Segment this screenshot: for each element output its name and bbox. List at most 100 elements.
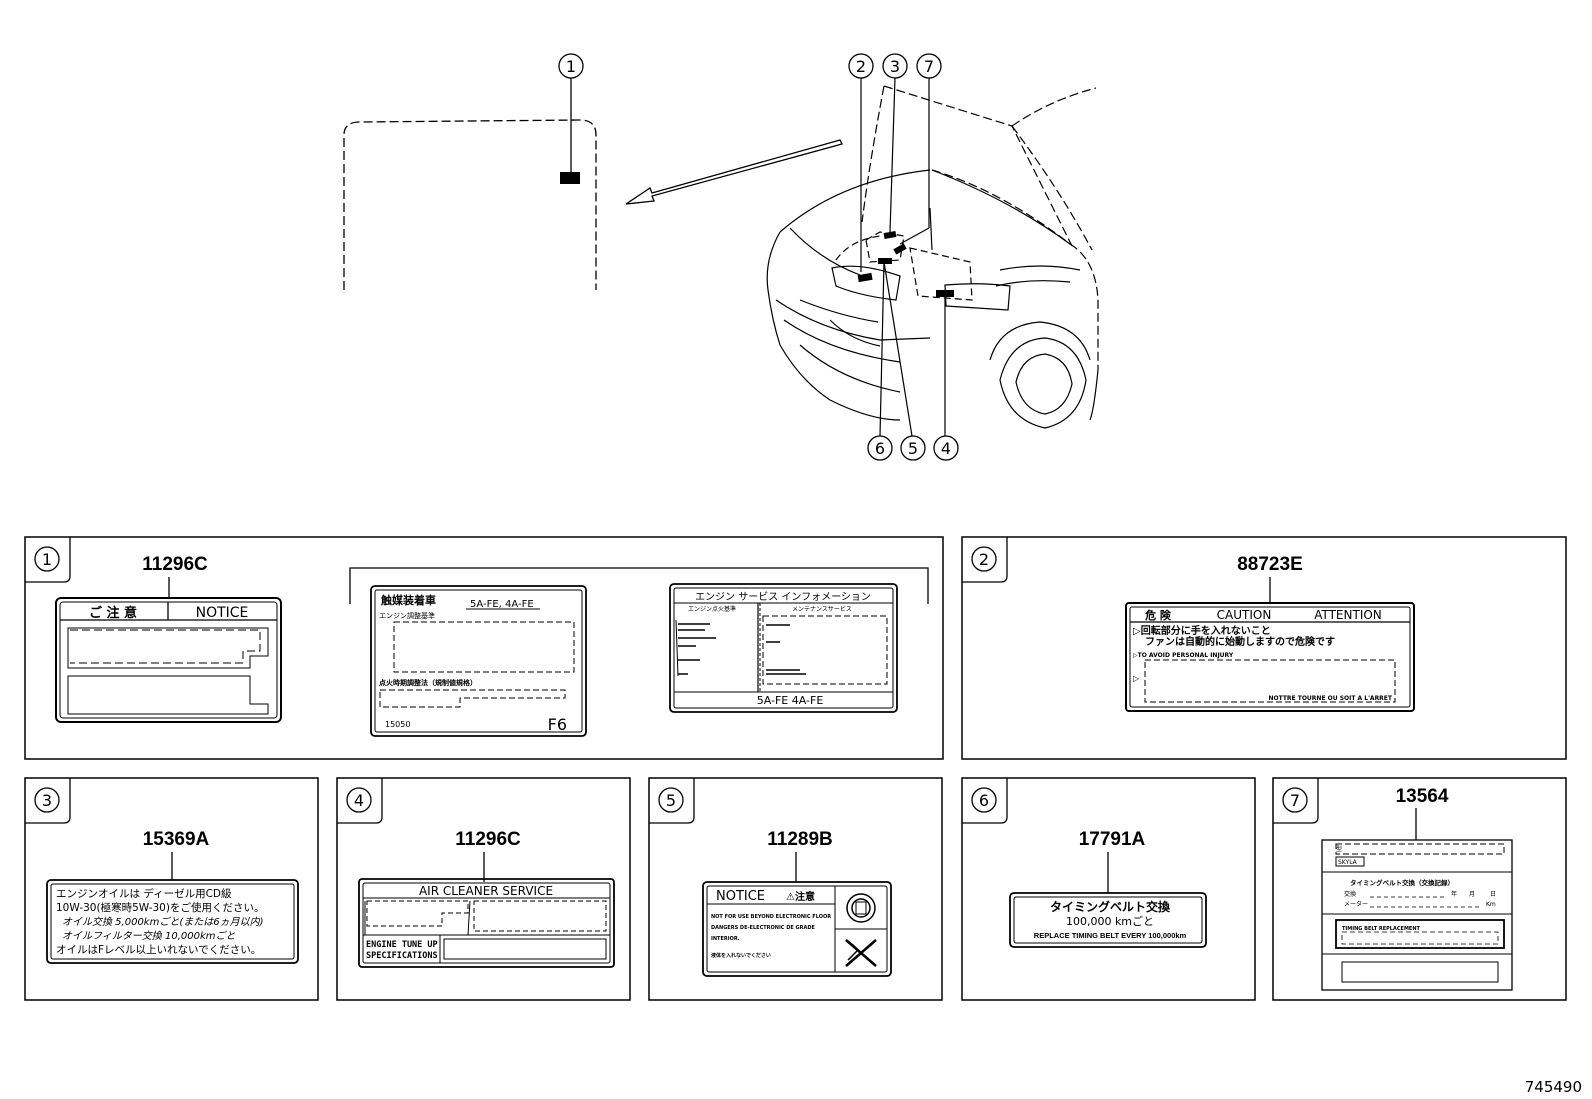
svg-text:6: 6 bbox=[875, 439, 885, 458]
label-marker-4 bbox=[936, 290, 954, 297]
figure-id: 745490 bbox=[1525, 1078, 1582, 1096]
caution-line3: ▷TO AVOID PERSONAL INJURY bbox=[1133, 652, 1234, 659]
record-mid2: 交換 bbox=[1344, 890, 1356, 898]
notice-en-text: NOTICE bbox=[196, 605, 249, 621]
attention-en: ATTENTION bbox=[1314, 608, 1382, 622]
svg-text:3: 3 bbox=[890, 57, 900, 76]
notice-l4: 液体を入れないでください bbox=[711, 952, 771, 959]
callout-circle-7: 7 bbox=[916, 53, 942, 79]
label-marker-1 bbox=[560, 172, 580, 184]
panel-tab-7: 7 bbox=[1273, 778, 1319, 824]
svg-text:4: 4 bbox=[354, 791, 364, 810]
panel-view bbox=[343, 78, 597, 290]
svg-text:7: 7 bbox=[924, 57, 934, 76]
emission-title: 触媒装着車 bbox=[380, 593, 436, 607]
panel-tab-4: 4 bbox=[337, 778, 383, 824]
svg-text:3: 3 bbox=[42, 791, 52, 810]
caution-line5: NOTTRE TOURNE OU SOIT A L'ARRET bbox=[1268, 695, 1392, 702]
caution-line4: ▷ bbox=[1133, 674, 1140, 683]
panel-tab-5: 5 bbox=[649, 778, 695, 824]
caution-jp: 危 険 bbox=[1144, 608, 1172, 622]
belt-line1: タイミングベルト交換 bbox=[1050, 899, 1171, 914]
service-col1: エンジン点火基準 bbox=[688, 605, 736, 613]
part-number-1: 11296C bbox=[142, 554, 208, 575]
callout-circle-6: 6 bbox=[867, 435, 893, 461]
emission-code: 15050 bbox=[385, 720, 410, 729]
emission-mark: F6 bbox=[548, 715, 567, 734]
label-marker-7 bbox=[893, 243, 907, 255]
no-liquid-icon bbox=[835, 893, 887, 967]
emission-engines: 5A-FE, 4A-FE bbox=[470, 599, 534, 610]
svg-text:7: 7 bbox=[1290, 791, 1300, 810]
service-engines: 5A-FE 4A-FE bbox=[757, 694, 824, 707]
belt-line2: 100,000 kmごと bbox=[1066, 914, 1154, 928]
svg-text:6: 6 bbox=[979, 791, 989, 810]
car-front-drawing bbox=[766, 77, 1099, 437]
label-timing-belt-17791a: タイミングベルト交換 100,000 kmごと REPLACE TIMING B… bbox=[1009, 852, 1207, 948]
label-air-cleaner-11296c: AIR CLEANER SERVICE ENGINE TUNE UP SPECI… bbox=[358, 852, 615, 968]
emission-sub2: 点火時期調整法（規制値規格） bbox=[379, 678, 477, 687]
callout-circle-4: 4 bbox=[933, 435, 959, 461]
record-mid1: タイミングベルト交換（交換記録） bbox=[1350, 878, 1454, 887]
belt-line3: REPLACE TIMING BELT EVERY 100,000km bbox=[1034, 931, 1187, 940]
notice-jp-text: ご 注 意 bbox=[89, 605, 137, 621]
variant-bracket bbox=[349, 567, 929, 604]
part-number-4: 11296C bbox=[455, 829, 521, 850]
notice-l1: NOT FOR USE BEYOND ELECTRONIC FLOOR bbox=[711, 914, 831, 920]
record-row1: 型 bbox=[1336, 845, 1342, 853]
panel-frame-3 bbox=[24, 777, 319, 1001]
emission-sub1: エンジン調整基準 bbox=[379, 611, 435, 620]
svg-text:5: 5 bbox=[908, 439, 918, 458]
label-engine-service-info: エンジン サービス インフォメーション エンジン点火基準 メンテナンスサービス … bbox=[669, 583, 898, 713]
svg-text:2: 2 bbox=[856, 57, 866, 76]
svg-text:1: 1 bbox=[42, 550, 52, 569]
caution-line2: ファンは自動的に始動しますので危険です bbox=[1145, 635, 1335, 648]
label-notice-11289b: NOTICE ⚠注意 NOT FOR USE BEYOND ELECTRONIC… bbox=[702, 852, 892, 977]
panel-frame-5 bbox=[648, 777, 943, 1001]
label-marker-3 bbox=[883, 231, 897, 239]
label-marker-6 bbox=[878, 258, 892, 264]
panel-tab-3: 3 bbox=[25, 778, 71, 824]
service-col2: メンテナンスサービス bbox=[792, 605, 852, 613]
caution-line1: ▷回転部分に手を入れないこと bbox=[1133, 624, 1271, 637]
label-timing-record-13564: 型 SKYLA タイミングベルト交換（交換記録） 交換 年 月 日 メーター K… bbox=[1321, 808, 1513, 991]
spec-line2: SPECIFICATIONS bbox=[366, 951, 438, 961]
label-caution-88723e: 危 険 CAUTION ATTENTION ▷回転部分に手を入れないこと ファン… bbox=[1125, 577, 1415, 712]
air-cleaner-head: AIR CLEANER SERVICE bbox=[419, 884, 553, 898]
part-number-5: 11289B bbox=[767, 829, 833, 850]
part-number-7: 13564 bbox=[1396, 786, 1449, 807]
part-number-6: 17791A bbox=[1079, 829, 1146, 850]
label-notice-11296c: ご 注 意 NOTICE bbox=[55, 577, 282, 723]
svg-text:1: 1 bbox=[566, 57, 576, 76]
panel-frame-4 bbox=[336, 777, 631, 1001]
panel-frame-1 bbox=[24, 536, 944, 760]
label-engine-oil-15369a: エンジンオイルは ディーゼル用CD級 10W-30(極寒時5W-30)をご使用く… bbox=[46, 852, 299, 964]
oil-line3: オイル交換 5,000kmごと(または6ヵ月以内) bbox=[62, 916, 264, 928]
oil-line1: エンジンオイルは ディーゼル用CD級 bbox=[56, 887, 232, 900]
view-arrow bbox=[625, 139, 843, 205]
record-box: TIMING BELT REPLACEMENT bbox=[1342, 926, 1421, 932]
panel-frame-2 bbox=[961, 536, 1567, 760]
callout-circle-5: 5 bbox=[900, 435, 926, 461]
record-mid7: Km bbox=[1486, 901, 1496, 908]
label-emission-info: 触媒装着車 5A-FE, 4A-FE エンジン調整基準 点火時期調整法（規制値規… bbox=[370, 585, 587, 737]
record-mid5: 日 bbox=[1490, 891, 1496, 898]
panel-tab-1: 1 bbox=[25, 537, 71, 583]
oil-line2: 10W-30(極寒時5W-30)をご使用ください。 bbox=[56, 901, 264, 914]
spec-line1: ENGINE TUNE UP bbox=[366, 940, 438, 950]
record-mid4: 月 bbox=[1469, 891, 1475, 898]
panel-tab-2: 2 bbox=[962, 537, 1008, 583]
part-number-2: 88723E bbox=[1237, 554, 1303, 575]
part-number-3: 15369A bbox=[143, 829, 210, 850]
svg-text:5: 5 bbox=[666, 791, 676, 810]
panel-frame-6 bbox=[961, 777, 1256, 1001]
record-row2: SKYLA bbox=[1338, 859, 1358, 866]
record-mid6: メーター bbox=[1344, 900, 1368, 908]
caution-en: CAUTION bbox=[1217, 608, 1272, 622]
callout-circle-3: 3 bbox=[882, 53, 908, 79]
oil-line4: オイルフィルター交換 10,000kmごと bbox=[62, 930, 236, 942]
notice-l3: INTERIOR. bbox=[711, 936, 740, 942]
svg-text:2: 2 bbox=[979, 550, 989, 569]
notice-l2: DANGERS DE-ELECTRONIC DE GRADE bbox=[711, 925, 815, 931]
